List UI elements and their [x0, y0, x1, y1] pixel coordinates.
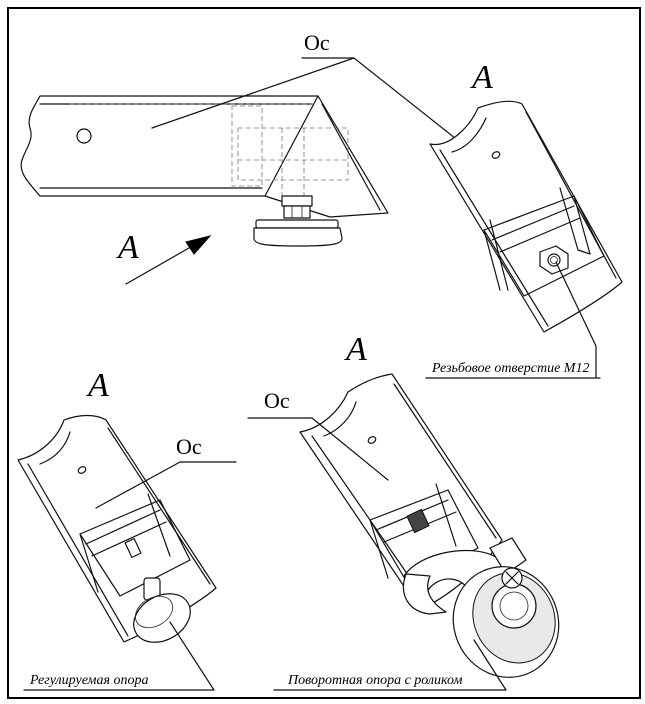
oc-leader-bottom-left: Oc: [95, 434, 237, 509]
caption-adjustable-foot: Регулируемая опора: [23, 621, 215, 691]
caption-swivel-caster: Поворотная опора с роликом: [273, 639, 507, 691]
oc-label-bottom-left: Oc: [176, 434, 202, 459]
view-arrow-label: A: [116, 229, 139, 266]
sheet-frame: [7, 7, 641, 699]
view-label-top-right: A: [470, 59, 493, 96]
swivel-caster-view: A: [299, 331, 560, 678]
oc-label-top: Oc: [304, 30, 330, 55]
foot-pad: [253, 227, 343, 247]
adjustable-foot-pad: [133, 593, 191, 643]
view-label-bottom-center: A: [344, 331, 367, 368]
threaded-stud: [406, 508, 430, 534]
caption-thread-hole: Резьбовое отверстие М12: [425, 261, 601, 379]
channel-view-top-right: A: [429, 59, 623, 333]
beam-assembly: [20, 95, 389, 247]
beam-hole: [76, 128, 92, 144]
oc-label-bottom-center: Oc: [264, 388, 290, 413]
view-arrow: A: [116, 229, 212, 285]
view-label-bottom-left: A: [86, 367, 109, 404]
caption-adjustable-foot-text: Регулируемая опора: [29, 673, 149, 688]
oc-leader-top: Oc: [151, 30, 471, 151]
oc-leader-bottom-center: Oc: [247, 388, 389, 481]
caption-swivel-caster-text: Поворотная опора с роликом: [287, 673, 463, 688]
thread-nut: [539, 245, 569, 275]
adjustable-foot-view: A: [17, 367, 217, 643]
foot-nut: [283, 205, 311, 219]
caption-thread-hole-text: Резьбовое отверстие М12: [431, 361, 589, 376]
